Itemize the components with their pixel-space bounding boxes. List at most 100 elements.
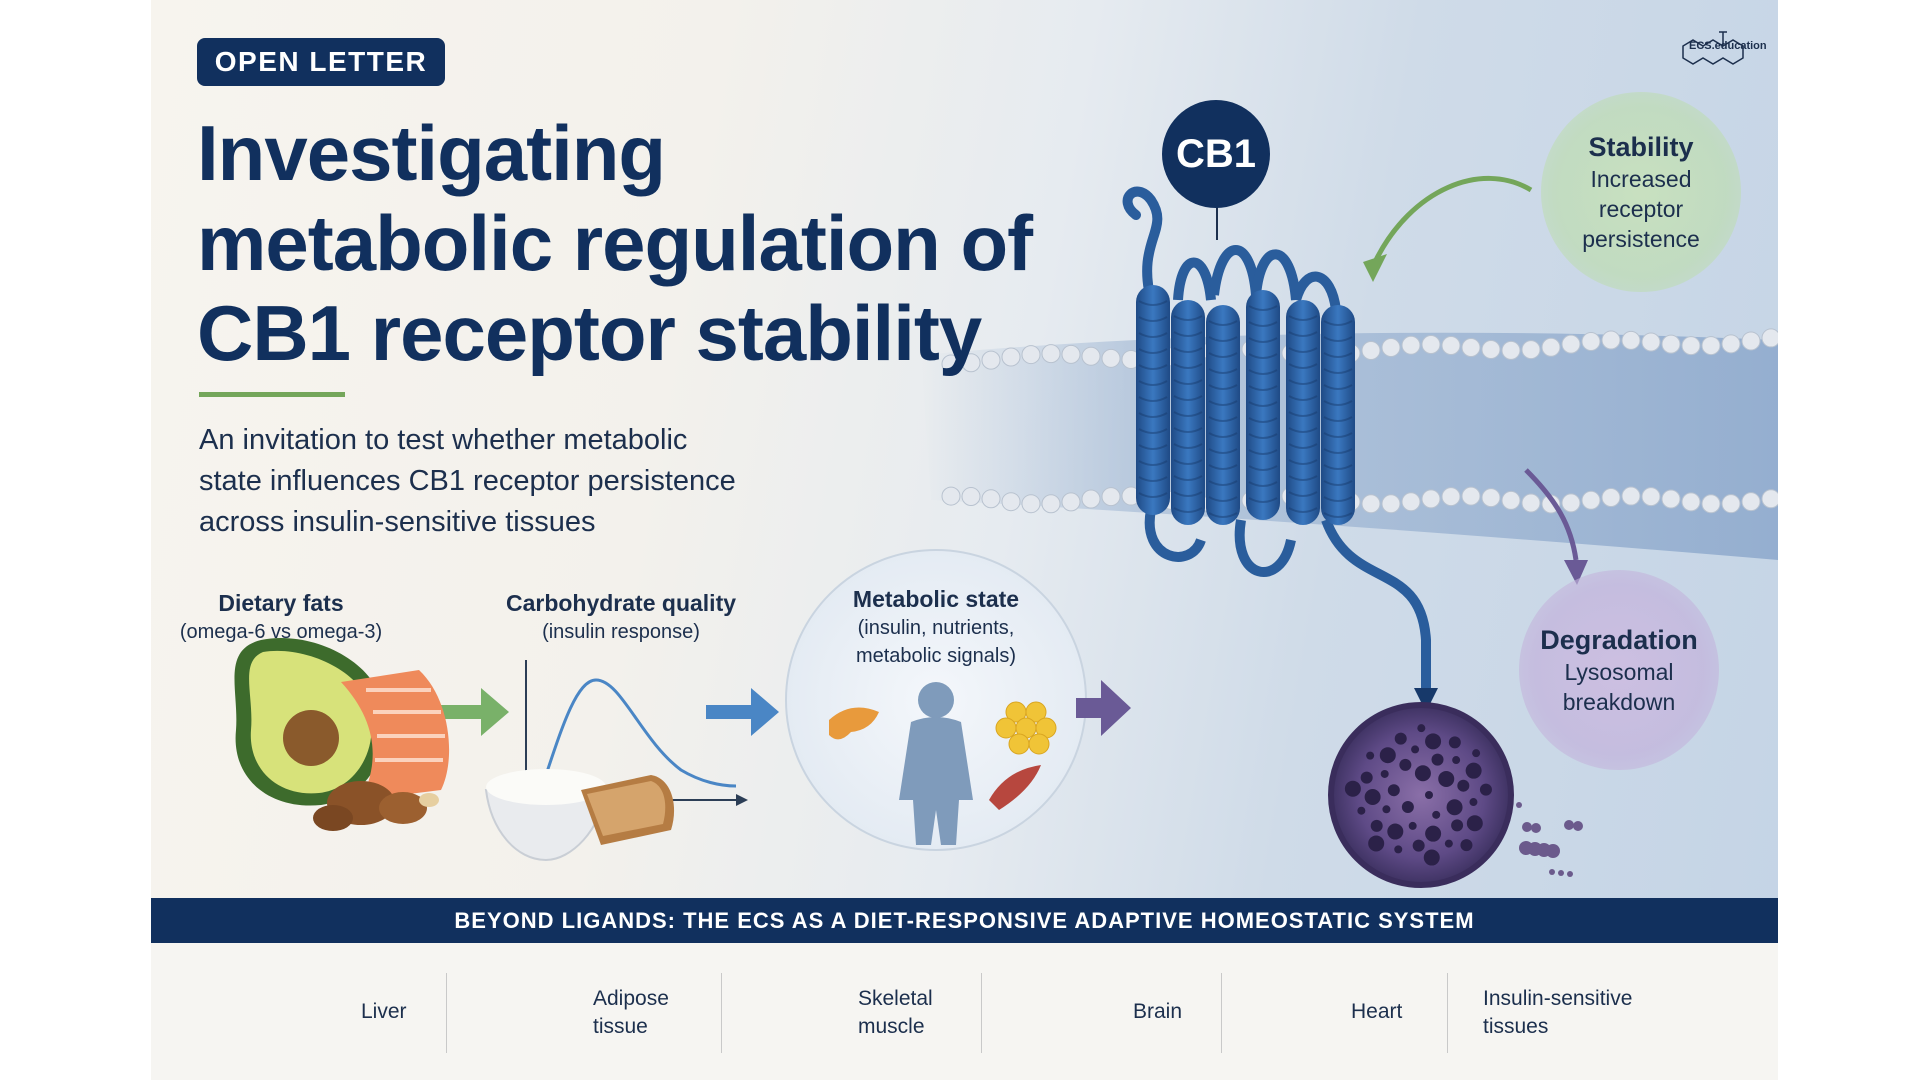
helix-ring (1288, 379, 1318, 385)
lysosome-particle (1431, 753, 1444, 766)
stability-line: receptor (1598, 196, 1684, 222)
step-title: Carbohydrate quality (505, 590, 737, 616)
helix-ring (1138, 476, 1168, 482)
helix-ring (1288, 475, 1318, 481)
step-subtitle: (omega-6 vs omega-3) (179, 621, 383, 643)
step-dietary-fats: Dietary fats (omega-6 vs omega-3) (171, 588, 391, 646)
lipid-head (1701, 494, 1721, 514)
lipid-head (1741, 492, 1761, 512)
helix-ring (1248, 449, 1278, 455)
helix-ring (1248, 353, 1278, 359)
lysosome-particle (1469, 798, 1478, 807)
lipid-head (941, 354, 961, 374)
helix-ring (1208, 336, 1238, 342)
lipid-head (1001, 492, 1021, 512)
lipid-head (1461, 337, 1481, 357)
lipid-head (1381, 337, 1401, 357)
lysosome-particle (1423, 849, 1440, 866)
lysosome-particle (1452, 756, 1461, 765)
lysosome-icon (1328, 702, 1583, 888)
helix-ring (1248, 481, 1278, 487)
helix-ring (1208, 512, 1238, 518)
helix-ring (1248, 369, 1278, 375)
lysosome-particle (1448, 736, 1461, 749)
helix-ring (1208, 464, 1238, 470)
lysosome-particle (1370, 819, 1383, 832)
helix-ring (1248, 337, 1278, 343)
helix-ring (1138, 316, 1168, 322)
lipid-head (981, 489, 1001, 509)
tissue-label: Liver (361, 1000, 407, 1023)
step-carbohydrate-quality: Carbohydrate quality (insulin response) (501, 588, 741, 646)
helix-ring (1208, 320, 1238, 326)
stability-bubble: Stability Increased receptor persistence (1541, 92, 1741, 292)
helix-ring (1173, 347, 1203, 353)
helix-ring (1173, 427, 1203, 433)
tissue-label: Adipose (593, 987, 669, 1010)
lipid-head (1621, 330, 1641, 350)
lipid-head (941, 486, 961, 506)
lysosome-particle (1425, 733, 1442, 750)
process-arrow-3-icon (1076, 680, 1131, 736)
helix-ring (1248, 321, 1278, 327)
helix-ring (1323, 464, 1353, 470)
helix-ring (1323, 336, 1353, 342)
helix-ring (1138, 300, 1168, 306)
lysosome-particle (1465, 762, 1482, 779)
debris-particle (1519, 841, 1533, 855)
lysosome-particle (1366, 751, 1375, 760)
helix-ring (1208, 352, 1238, 358)
rice-bread-glucose-curve-icon (484, 660, 748, 862)
cb1-receptor-icon (1122, 186, 1431, 690)
tissue-adipose: Adipose tissue (151, 943, 669, 1080)
lysosome-particle (1444, 839, 1453, 848)
lysosome-particle (1451, 819, 1464, 832)
stability-arrow-icon (1373, 175, 1533, 262)
lipid-head (1521, 340, 1541, 360)
debris-particle (1516, 802, 1522, 808)
lipid-head (1101, 348, 1121, 368)
tissue-divider (446, 973, 447, 1053)
step-title: Metabolic state (852, 586, 1020, 612)
helix-ring (1288, 507, 1318, 513)
helix-ring (1248, 433, 1278, 439)
lysosome-particle (1425, 791, 1433, 799)
helix-ring (1323, 480, 1353, 486)
lipid-head (1741, 331, 1761, 351)
helix-ring (1138, 460, 1168, 466)
helix-ring (1323, 416, 1353, 422)
helix-ring (1248, 305, 1278, 311)
helix-ring (1173, 411, 1203, 417)
lysosome-particle (1412, 839, 1425, 852)
tissue-skeletal-muscle: Skeletal muscle (151, 943, 951, 1080)
lysosome-particle (1432, 810, 1441, 819)
helix-ring (1173, 507, 1203, 513)
lysosome-particle (1414, 765, 1431, 782)
lipid-head (1401, 492, 1421, 512)
step-subtitle: metabolic signals) (855, 645, 1017, 667)
lipid-head (1021, 494, 1041, 514)
cb1-label: CB1 (1162, 100, 1270, 208)
helix-ring (1138, 380, 1168, 386)
lipid-head (1041, 494, 1061, 514)
tissue-divider (1447, 973, 1448, 1053)
tissue-insulin-sensitive: Insulin-sensitive tissues (151, 943, 1751, 1080)
lysosome-particle (1408, 821, 1417, 830)
lipid-head (1661, 334, 1681, 354)
helix-ring (1173, 459, 1203, 465)
debris-particle (1522, 822, 1532, 832)
lipid-head (1521, 493, 1541, 513)
process-arrow-1-icon (406, 688, 509, 736)
tissue-label: Skeletal (858, 987, 933, 1010)
helix-ring (1323, 432, 1353, 438)
helix-ring (1248, 401, 1278, 407)
logo-text: ECS.education (1689, 40, 1767, 52)
degradation-line: Lysosomal (1564, 659, 1674, 685)
helix-ring (1323, 352, 1353, 358)
debris-particle (1558, 870, 1564, 876)
lipid-head (1501, 340, 1521, 360)
lipid-head (1421, 335, 1441, 355)
debris-particle (1573, 821, 1583, 831)
lipid-head (1561, 493, 1581, 513)
helix-ring (1288, 459, 1318, 465)
